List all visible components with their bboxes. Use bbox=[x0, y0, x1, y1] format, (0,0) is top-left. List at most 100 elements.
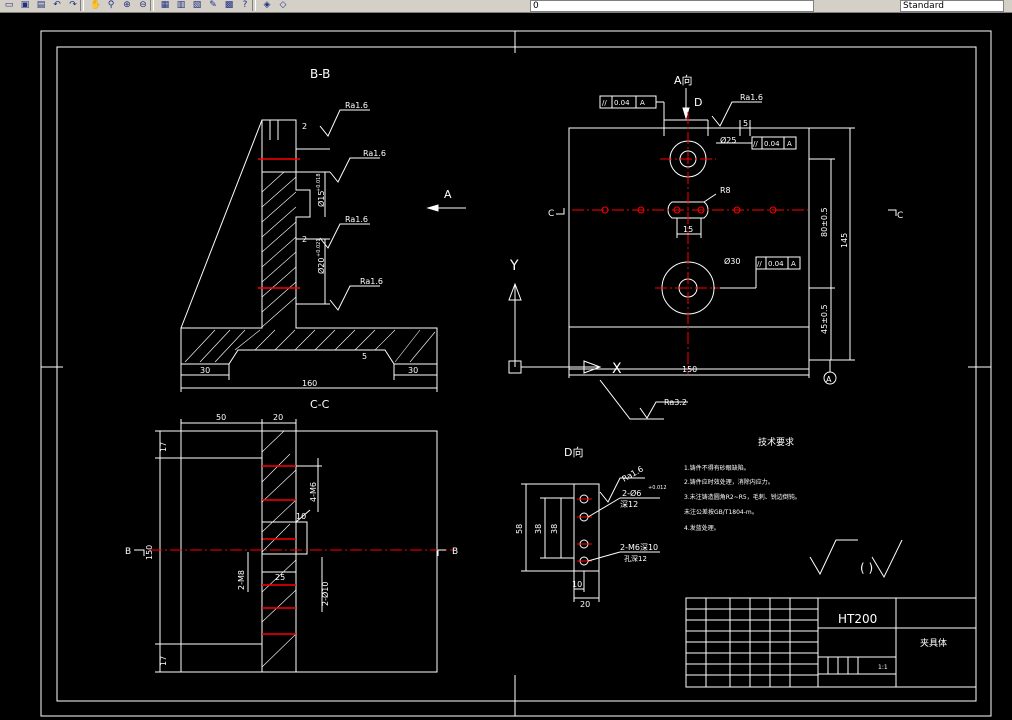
design-center-icon[interactable]: ▥ bbox=[176, 0, 186, 10]
svg-text:孔深12: 孔深12 bbox=[624, 554, 647, 563]
print-icon[interactable]: ▤ bbox=[36, 0, 46, 10]
svg-text:10: 10 bbox=[572, 580, 582, 589]
svg-text:A: A bbox=[444, 188, 452, 201]
svg-text:X: X bbox=[612, 361, 622, 377]
zoom-previous-icon[interactable]: ⊖ bbox=[139, 0, 147, 10]
svg-text:10: 10 bbox=[296, 512, 306, 521]
bb-dim-160: 160 bbox=[302, 379, 317, 388]
svg-text:2-M8: 2-M8 bbox=[237, 570, 246, 590]
front-view[interactable]: A向 D // 0.04 A // 0.04 A // 0.04 A Ra1.6 bbox=[508, 73, 903, 420]
bb-roughness-3: Ra1.6 bbox=[345, 215, 368, 224]
calculator-icon[interactable]: ▩ bbox=[224, 0, 234, 10]
svg-text:38: 38 bbox=[550, 524, 559, 534]
view-d[interactable]: D向 58 38 38 10 20 Ra1.6 2-Ø6 +0.012 深12 … bbox=[515, 445, 667, 609]
bb-tolerance-2-sup: +0.021 bbox=[316, 238, 322, 257]
svg-text:5: 5 bbox=[743, 119, 748, 128]
svg-text:0.04: 0.04 bbox=[768, 260, 784, 268]
svg-text:B: B bbox=[452, 547, 458, 557]
bb-dim-30-left: 30 bbox=[200, 366, 210, 375]
svg-text:150: 150 bbox=[682, 365, 697, 374]
svg-text:0.04: 0.04 bbox=[614, 99, 630, 107]
zoom-realtime-icon[interactable]: ⚲ bbox=[107, 0, 115, 10]
bb-dim-5: 5 bbox=[362, 352, 367, 361]
bb-roughness-4: Ra1.6 bbox=[360, 277, 383, 286]
svg-text:80±0.5: 80±0.5 bbox=[820, 207, 829, 237]
svg-text:20: 20 bbox=[273, 413, 283, 422]
toolbar-separator bbox=[80, 0, 84, 11]
outer-border bbox=[40, 30, 992, 717]
view-arrow-a: A bbox=[426, 188, 466, 212]
tech-req-item-3: 3.未注铸造圆角R2~R5，毛刺、锐边倒钝。 bbox=[684, 493, 801, 501]
zoom-window-icon[interactable]: ⊕ bbox=[123, 0, 131, 10]
svg-text:R8: R8 bbox=[720, 186, 731, 195]
section-title-cc: C-C bbox=[310, 398, 330, 411]
save-icon[interactable]: ▣ bbox=[20, 0, 30, 10]
view-d-title: D向 bbox=[564, 445, 583, 459]
svg-text:Ra1.6: Ra1.6 bbox=[621, 464, 645, 483]
svg-text:A: A bbox=[787, 140, 792, 148]
section-title-bb: B-B bbox=[310, 67, 330, 81]
layer-icon[interactable]: ◈ bbox=[263, 0, 271, 10]
svg-text:50: 50 bbox=[216, 413, 226, 422]
section-view-cc[interactable]: C-C 50 20 17 150 17 10 25 bbox=[125, 398, 458, 673]
tech-req-item-1: 1.铸件不得有砂眼缺陷。 bbox=[684, 464, 750, 472]
tool-palettes-icon[interactable]: ▧ bbox=[192, 0, 202, 10]
undo-icon[interactable]: ↶ bbox=[53, 0, 61, 10]
layer-state-icon[interactable]: ◇ bbox=[279, 0, 287, 10]
inner-border bbox=[56, 46, 977, 702]
open-icon[interactable]: ▭ bbox=[4, 0, 14, 10]
bb-tolerance-1: Ø15 bbox=[316, 191, 326, 207]
svg-text://: // bbox=[602, 99, 607, 107]
svg-text:150: 150 bbox=[145, 545, 154, 560]
svg-text:( ): ( ) bbox=[860, 561, 873, 575]
svg-text:17: 17 bbox=[159, 656, 168, 666]
markup-icon[interactable]: ✎ bbox=[209, 0, 217, 10]
general-roughness-symbol: ( ) bbox=[809, 539, 903, 579]
svg-text:4-M6: 4-M6 bbox=[309, 482, 318, 502]
svg-text:25: 25 bbox=[275, 573, 285, 582]
svg-text:38: 38 bbox=[534, 524, 543, 534]
bb-dim-2a: 2 bbox=[302, 122, 307, 131]
svg-text:A: A bbox=[826, 375, 832, 384]
svg-text:0.04: 0.04 bbox=[764, 140, 780, 148]
svg-text:A: A bbox=[640, 99, 645, 107]
style-dropdown[interactable]: Standard bbox=[900, 0, 1004, 12]
layer-dropdown[interactable]: 0 bbox=[530, 0, 814, 12]
bb-tolerance-2: Ø20 bbox=[316, 258, 326, 274]
bb-roughness-2: Ra1.6 bbox=[363, 149, 386, 158]
svg-text:145: 145 bbox=[840, 233, 849, 248]
svg-text:+0.012: +0.012 bbox=[648, 485, 667, 491]
front-view-title: A向 bbox=[674, 73, 693, 87]
svg-text:2-Ø10: 2-Ø10 bbox=[320, 582, 330, 606]
title-block[interactable]: HT200 夹具体 1:1 bbox=[685, 597, 977, 688]
label-d: D bbox=[694, 96, 702, 109]
svg-text:20: 20 bbox=[580, 600, 590, 609]
svg-text:Ø25: Ø25 bbox=[720, 135, 736, 145]
help-icon[interactable]: ? bbox=[242, 0, 248, 10]
drawing-canvas[interactable]: B-B bbox=[0, 12, 1012, 720]
svg-text:深12: 深12 bbox=[620, 500, 638, 509]
properties-icon[interactable]: ▦ bbox=[160, 0, 170, 10]
part-name: 夹具体 bbox=[920, 637, 947, 649]
bb-tolerance-1-sup: +0.018 bbox=[316, 173, 322, 192]
section-view-bb[interactable]: B-B bbox=[180, 67, 438, 392]
scale-value: 1:1 bbox=[878, 664, 888, 671]
svg-text:Ø30: Ø30 bbox=[724, 256, 740, 266]
tech-req-item-5: 4.发蓝处理。 bbox=[684, 524, 720, 532]
svg-text:Ra1.6: Ra1.6 bbox=[740, 93, 763, 102]
svg-text:2-M6深10: 2-M6深10 bbox=[620, 543, 658, 552]
bb-dim-2b: 2 bbox=[302, 235, 307, 244]
tech-req-item-4: 未注公差按GB/T1804-m。 bbox=[684, 508, 758, 516]
tech-req-item-2: 2.铸件应时效处理，消除内应力。 bbox=[684, 478, 774, 486]
redo-icon[interactable]: ↷ bbox=[69, 0, 77, 10]
bb-roughness-1: Ra1.6 bbox=[345, 101, 368, 110]
svg-text:B: B bbox=[125, 547, 131, 557]
svg-text://: // bbox=[753, 140, 758, 148]
material-label: HT200 bbox=[838, 612, 877, 626]
svg-text:Ra3.2: Ra3.2 bbox=[664, 398, 687, 407]
svg-text:2-Ø6: 2-Ø6 bbox=[622, 488, 641, 498]
toolbar-separator bbox=[252, 0, 256, 11]
pan-icon[interactable]: ✋ bbox=[90, 0, 102, 10]
svg-text:C: C bbox=[897, 211, 903, 221]
svg-text:17: 17 bbox=[159, 442, 168, 452]
